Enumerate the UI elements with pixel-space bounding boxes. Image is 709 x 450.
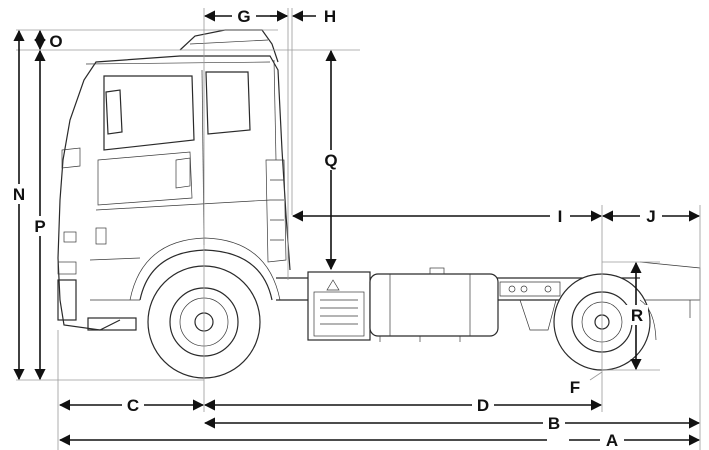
label-g: G bbox=[237, 7, 250, 26]
fuel-tank bbox=[369, 267, 499, 342]
dimension-lines bbox=[13, 10, 701, 446]
label-f: F bbox=[570, 378, 580, 397]
truck-drawing bbox=[57, 29, 701, 379]
label-o: O bbox=[49, 32, 62, 51]
extension-lines bbox=[16, 8, 701, 450]
label-j: J bbox=[646, 207, 655, 226]
dimension-labels: A B C D F G H I J N O P Q R bbox=[9, 6, 662, 450]
label-a-text: A bbox=[606, 431, 618, 450]
label-c: C bbox=[127, 396, 139, 415]
label-n: N bbox=[13, 185, 25, 204]
battery-box bbox=[307, 271, 371, 341]
label-d: D bbox=[477, 396, 489, 415]
cab bbox=[57, 29, 291, 331]
label-i: I bbox=[558, 207, 563, 226]
label-b: B bbox=[548, 414, 560, 433]
label-p: P bbox=[34, 217, 45, 236]
label-h: H bbox=[324, 7, 336, 26]
label-r: R bbox=[631, 306, 643, 325]
label-q: Q bbox=[324, 151, 337, 170]
dim-leader-f bbox=[589, 371, 603, 381]
